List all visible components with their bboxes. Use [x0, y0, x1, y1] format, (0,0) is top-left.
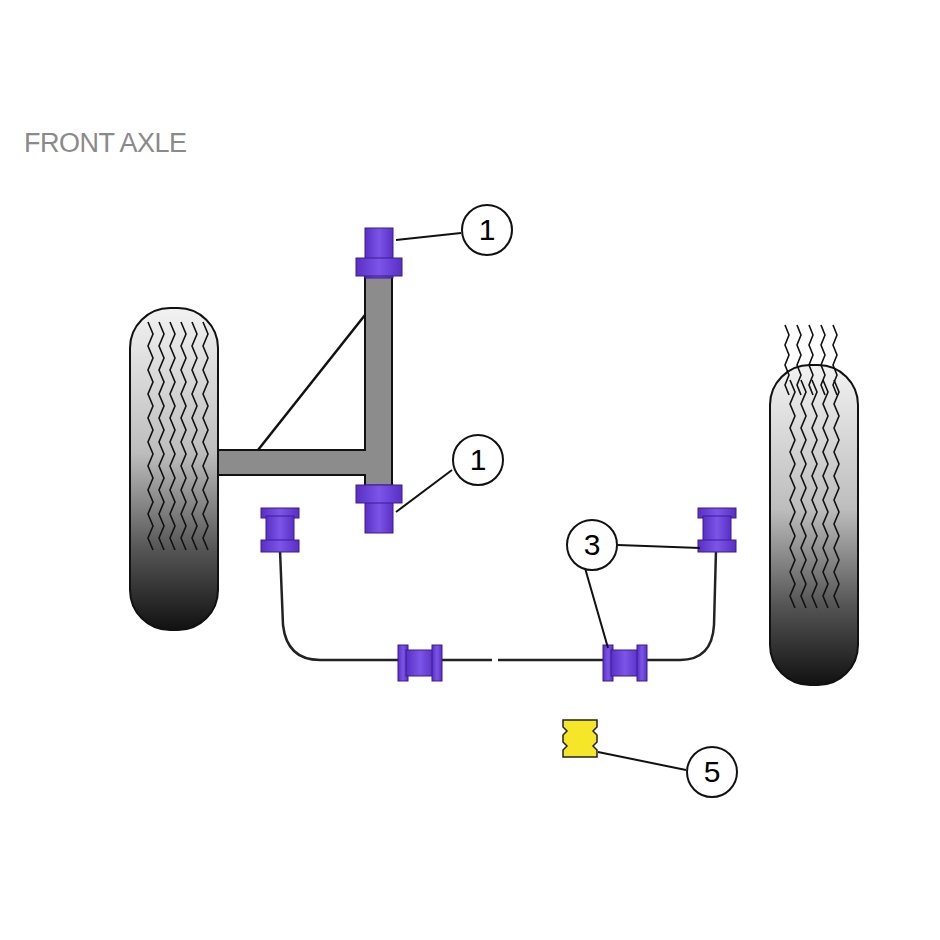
callout-number: 1 [479, 215, 496, 245]
drop-link-bushing [698, 508, 736, 552]
callout-circle: 1 [461, 204, 513, 256]
bump-stop [563, 720, 597, 757]
tyre-tread [148, 322, 208, 550]
callout-number: 3 [584, 530, 601, 560]
wishbone-brace [258, 315, 365, 450]
tyre-tread [785, 325, 839, 608]
wishbone-bushing [356, 485, 402, 533]
wishbone-bushing [356, 228, 402, 278]
diagram-title: FRONT AXLE [24, 128, 187, 159]
callout-number: 5 [704, 757, 721, 787]
anti-roll-bar [498, 550, 716, 660]
callout-circle: 3 [566, 519, 618, 571]
wishbone-arm [218, 268, 392, 490]
leader-line [396, 233, 700, 770]
callout-number: 1 [470, 445, 487, 475]
arb-mount-bushing [398, 645, 442, 681]
callout-circle: 5 [686, 746, 738, 798]
callout-circle: 1 [452, 434, 504, 486]
arb-mount-bushing [603, 645, 647, 681]
left-tyre [130, 308, 218, 630]
right-tyre [770, 365, 858, 685]
anti-roll-bar [280, 550, 492, 660]
drop-link-bushing [261, 508, 299, 552]
